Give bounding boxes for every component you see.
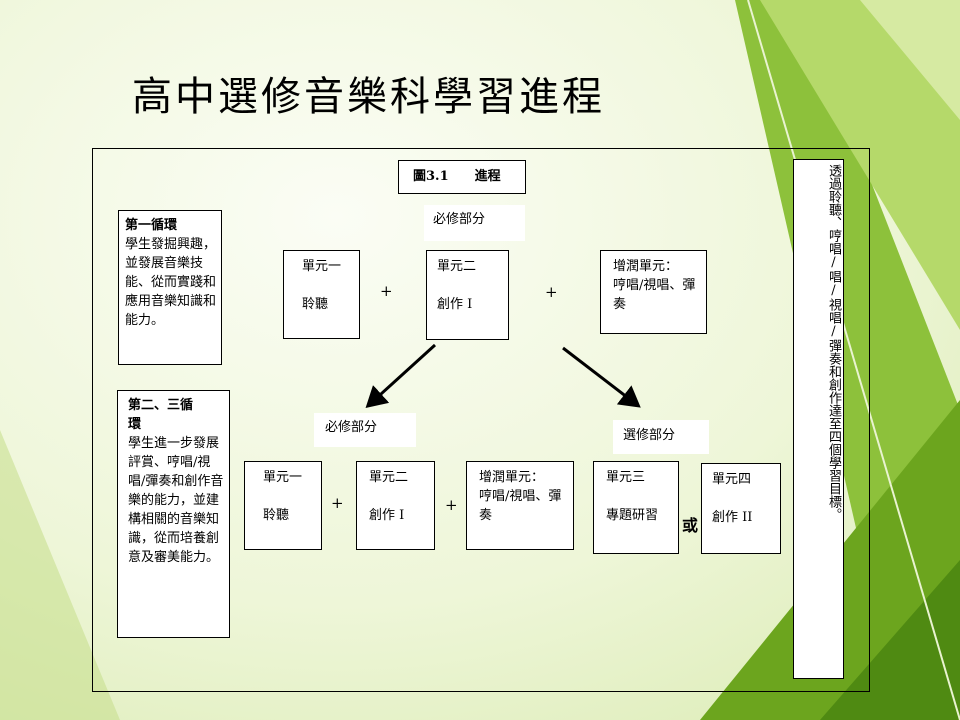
side-learning-goals: 透過聆聽、哼唱/唱/視唱/彈奏和創作達至四個學習目標。 — [793, 159, 844, 679]
top-unit2-box: 單元二 創作 I — [426, 250, 509, 340]
cycle23-box: 第二、三循環 學生進一步發展評賞、哼唱/視唱/彈奏和創作音樂的能力，並建構相關的… — [117, 390, 230, 638]
top-plus-2: + — [545, 283, 558, 301]
top-extended-name: 增潤單元： — [613, 259, 679, 274]
bottom-unit1-box: 單元一 聆聽 — [244, 461, 322, 550]
bottom-unit1-topic: 聆聽 — [263, 508, 290, 523]
top-unit2-topic: 創作 I — [437, 297, 473, 312]
top-compulsory-label: 必修部分 — [424, 205, 525, 241]
decor-stripe-3 — [760, 0, 960, 330]
bottom-unit1-name: 單元一 — [263, 470, 303, 485]
bottom-unit4-name: 單元四 — [712, 472, 752, 487]
top-unit1-box: 單元一 聆聽 — [283, 250, 360, 339]
bottom-extended-topic: 哼唱/視唱、彈奏 — [479, 489, 562, 523]
figure-caption: 圖3.1 進程 — [398, 160, 526, 194]
bottom-extended-box: 增潤單元： 哼唱/視唱、彈奏 — [466, 461, 574, 550]
decor-stripe-1 — [0, 430, 120, 720]
bottom-compulsory-label: 必修部分 — [314, 413, 416, 447]
top-plus-1: + — [380, 282, 393, 300]
bottom-plus-2: + — [445, 496, 458, 514]
bottom-unit2-topic: 創作 I — [369, 508, 405, 523]
page-title: 高中選修音樂科學習進程 — [132, 74, 605, 120]
cycle23-body: 學生進一步發展評賞、哼唱/視唱/彈奏和創作音樂的能力，並建構相關的音樂知識，從而… — [128, 436, 224, 565]
top-unit2-name: 單元二 — [437, 259, 477, 274]
bottom-unit4-box: 單元四 創作 II — [701, 463, 781, 554]
top-extended-topic: 哼唱/視唱、彈奏 — [613, 278, 696, 312]
top-unit1-name: 單元一 — [302, 259, 342, 274]
bottom-unit2-box: 單元二 創作 I — [356, 461, 435, 550]
bottom-unit2-name: 單元二 — [369, 470, 409, 485]
bottom-unit3-name: 單元三 — [606, 470, 646, 485]
top-unit1-topic: 聆聽 — [302, 297, 329, 312]
cycle23-heading: 第二、三循環 — [128, 398, 194, 432]
bottom-or: 或 — [682, 516, 699, 535]
bottom-unit4-topic: 創作 II — [712, 510, 753, 525]
bottom-unit3-box: 單元三 專題研習 — [593, 461, 679, 554]
bottom-elective-label: 選修部分 — [613, 420, 709, 454]
top-extended-box: 增潤單元： 哼唱/視唱、彈奏 — [600, 250, 707, 334]
decor-stripe-4 — [860, 0, 960, 120]
bottom-unit3-topic: 專題研習 — [606, 508, 659, 523]
diagram-frame — [92, 148, 870, 692]
cycle1-body: 學生發掘興趣，並發展音樂技能、從而實踐和應用音樂知識和能力。 — [125, 237, 217, 328]
bottom-plus-1: + — [331, 494, 344, 512]
cycle1-heading: 第一循環 — [125, 218, 178, 233]
cycle1-box: 第一循環 學生發掘興趣，並發展音樂技能、從而實踐和應用音樂知識和能力。 — [118, 210, 222, 365]
bottom-extended-name: 增潤單元： — [479, 470, 545, 485]
